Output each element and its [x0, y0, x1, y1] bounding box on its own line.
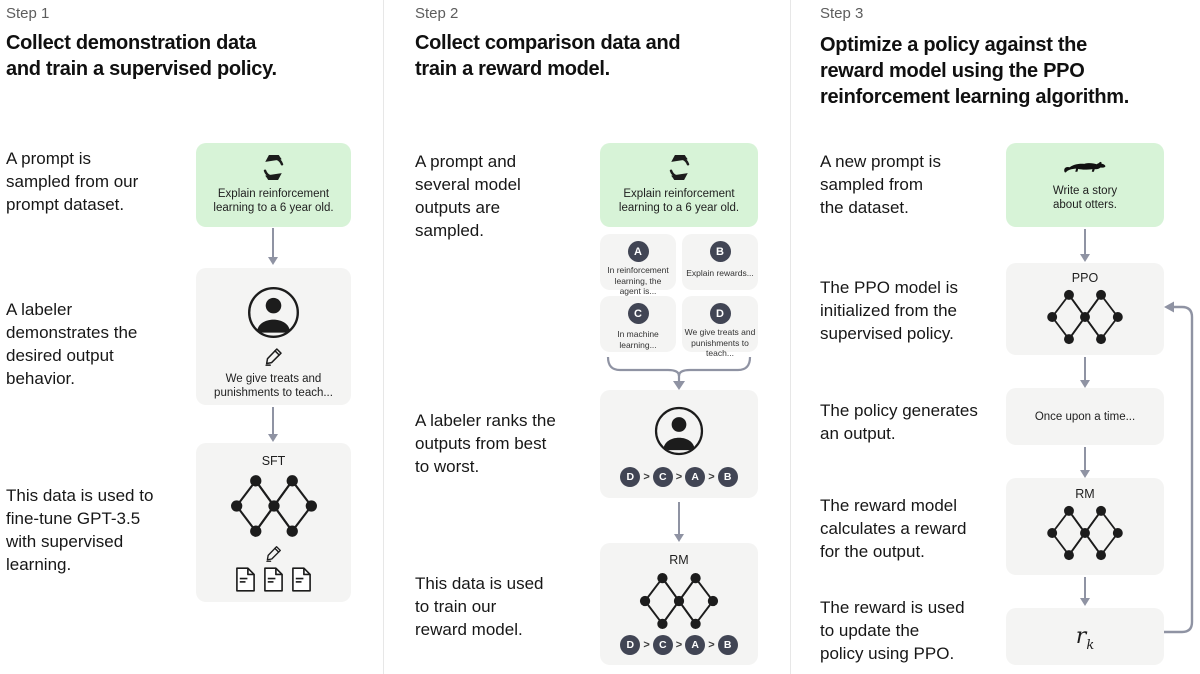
- rank-separator: >: [675, 471, 683, 483]
- step1-prompt-text: Explain reinforcement learning to a 6 ye…: [213, 188, 334, 214]
- rm-model-label: RM: [669, 553, 689, 567]
- documents-icons: [235, 567, 312, 592]
- output-text-a: In reinforcement learning, the agent is.…: [607, 265, 669, 296]
- rank-separator: >: [643, 471, 650, 483]
- otter-icon: [1063, 159, 1107, 178]
- step1-caption-finetune: This data is used to fine-tune GPT-3.5 w…: [6, 486, 154, 574]
- column-divider-2: [790, 0, 791, 674]
- ppo-model-label: PPO: [1071, 271, 1099, 285]
- step1-arrow-2: [268, 407, 278, 442]
- step2-title: Collect comparison data and train a rewa…: [415, 32, 681, 80]
- merge-bracket-arrow: [606, 356, 752, 390]
- reward-subscript: k: [1086, 638, 1095, 653]
- neural-network-icon: [1044, 504, 1126, 562]
- neural-network-icon: [228, 473, 320, 539]
- pencil-icon: [265, 544, 283, 562]
- step1-prompt-box: Explain reinforcement learning to a 6 ye…: [196, 143, 351, 227]
- output-text-c: In machine learning...: [617, 329, 659, 350]
- step2-caption-ranks: A labeler ranks the outputs from best to…: [415, 411, 556, 476]
- step1-caption-prompt: A prompt is sampled from our prompt data…: [6, 149, 139, 214]
- rank-letter: C: [652, 635, 673, 655]
- step3-caption-output: The policy generates an output.: [820, 401, 978, 443]
- step3-output-text: Once upon a time...: [1034, 410, 1136, 423]
- step2-arrow-rm: [674, 502, 684, 542]
- step2-ranking-box: D > C > A > B: [600, 390, 758, 498]
- cycle-icon: [667, 155, 692, 180]
- step3-prompt-box: Write a story about otters.: [1006, 143, 1164, 227]
- output-letter-d: D: [709, 303, 731, 324]
- neural-network-icon: [636, 571, 722, 631]
- output-letter-c: C: [627, 303, 649, 324]
- step2-rm-box: RM D > C > A > B: [600, 543, 758, 665]
- step3-arrow-4: [1080, 577, 1090, 606]
- step1-sft-box: SFT: [196, 443, 351, 602]
- rank-letter: D: [620, 635, 641, 655]
- step3-caption-ppo-init: The PPO model is initialized from the su…: [820, 278, 958, 343]
- neural-network-icon: [1044, 288, 1126, 346]
- step2-prompt-text: Explain reinforcement learning to a 6 ye…: [618, 188, 740, 214]
- step3-label: Step 3: [820, 5, 864, 22]
- step3-arrow-2: [1080, 357, 1090, 388]
- output-box-c: C In machine learning...: [600, 296, 676, 352]
- output-text-d: We give treats and punishments to teach.…: [684, 327, 756, 358]
- rank-letter: B: [717, 635, 738, 655]
- ranking-row: D > C > A > B: [620, 467, 738, 487]
- step1-label: Step 1: [6, 5, 50, 22]
- step3-rm-box: RM: [1006, 478, 1164, 575]
- step3-title: Optimize a policy against the reward mod…: [820, 34, 1130, 108]
- ranking-row: D > C > A > B: [620, 635, 738, 655]
- step1-title: Collect demonstration data and train a s…: [6, 32, 277, 80]
- step3-ppo-box: PPO: [1006, 263, 1164, 355]
- rank-separator: >: [708, 639, 715, 651]
- cycle-icon: [261, 155, 286, 180]
- step3-output-box: Once upon a time...: [1006, 388, 1164, 445]
- rm-model-label: RM: [1075, 487, 1095, 501]
- step2-caption-train-rm: This data is used to train our reward mo…: [415, 574, 544, 639]
- rank-letter: A: [685, 635, 706, 655]
- rank-separator: >: [643, 639, 650, 651]
- step2-prompt-box: Explain reinforcement learning to a 6 ye…: [600, 143, 758, 227]
- rank-separator: >: [675, 639, 683, 651]
- step1-labeler-box: We give treats and punishments to teach.…: [196, 268, 351, 405]
- step3-arrow-3: [1080, 447, 1090, 478]
- rank-separator: >: [708, 471, 715, 483]
- labeler-person-icon: [246, 285, 301, 340]
- reward-symbol: r: [1075, 624, 1087, 649]
- step3-reward-box: rk: [1006, 608, 1164, 665]
- step3-prompt-text: Write a story about otters.: [1052, 184, 1118, 211]
- step2-label: Step 2: [415, 5, 459, 22]
- step1-arrow-1: [268, 228, 278, 265]
- rank-letter: A: [685, 467, 706, 487]
- rank-letter: D: [620, 467, 641, 487]
- step2-caption-sampled: A prompt and several model outputs are s…: [415, 152, 521, 240]
- step3-arrow-1: [1080, 229, 1090, 262]
- output-letter-b: B: [709, 241, 731, 262]
- document-icon: [263, 567, 284, 592]
- step1-caption-labeler: A labeler demonstrates the desired outpu…: [6, 300, 138, 388]
- output-text-b: Explain rewards...: [686, 268, 754, 278]
- reward-value: rk: [1075, 624, 1094, 653]
- step1-demonstration-text: We give treats and punishments to teach.…: [214, 373, 333, 399]
- document-icon: [235, 567, 256, 592]
- output-box-a: A In reinforcement learning, the agent i…: [600, 234, 676, 296]
- step3-caption-prompt: A new prompt is sampled from the dataset…: [820, 152, 941, 217]
- pencil-icon: [264, 346, 284, 366]
- document-icon: [291, 567, 312, 592]
- output-box-b: B Explain rewards...: [682, 234, 758, 290]
- output-box-d: D We give treats and punishments to teac…: [682, 296, 758, 358]
- rank-letter: B: [717, 467, 738, 487]
- step3-caption-update: The reward is used to update the policy …: [820, 598, 965, 663]
- column-divider-1: [383, 0, 384, 674]
- step3-caption-reward: The reward model calculates a reward for…: [820, 496, 967, 561]
- sft-model-label: SFT: [261, 454, 286, 468]
- feedback-loop-arrow: [1164, 301, 1194, 634]
- labeler-person-icon: [653, 405, 705, 457]
- rank-letter: C: [652, 467, 673, 487]
- output-letter-a: A: [627, 241, 649, 262]
